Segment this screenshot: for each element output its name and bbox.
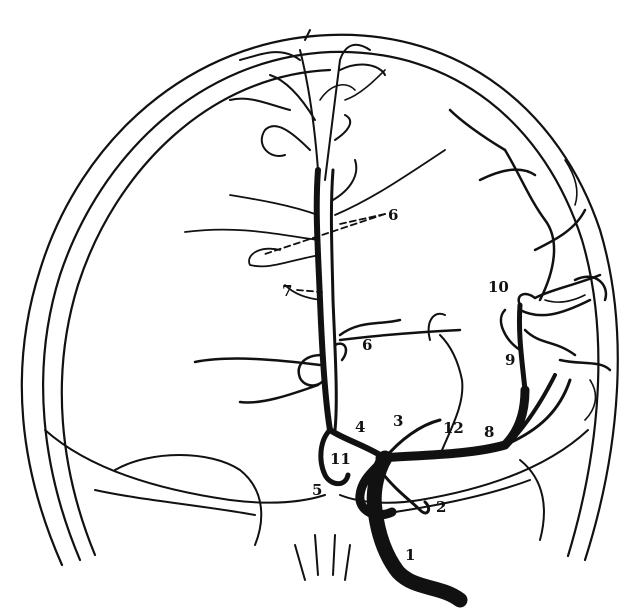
pericallosal-branches [230, 30, 385, 200]
label-11: 11 [330, 452, 351, 467]
label-1: 1 [405, 548, 415, 563]
ophthalmic-branch [380, 470, 429, 513]
vertebral-marks [295, 535, 350, 580]
label-7: 7 [282, 284, 292, 299]
label-9: 9 [505, 353, 515, 368]
insular-branches [450, 110, 610, 370]
label-5: 5 [312, 483, 322, 498]
label-8: 8 [484, 425, 494, 440]
dashed-leaders [262, 214, 385, 292]
lenticulostriate-branch [440, 335, 462, 455]
label-6-upper: 6 [388, 208, 398, 223]
label-4: 4 [355, 420, 365, 435]
label-3: 3 [393, 414, 403, 429]
label-10: 10 [488, 280, 509, 295]
label-2: 2 [436, 500, 446, 515]
anterior-cerebral-parallel [331, 170, 336, 430]
label-12: 12 [443, 421, 464, 436]
middle-cerebral-branch-a [519, 305, 525, 390]
label-6-lower: 6 [362, 338, 372, 353]
small-branch [429, 314, 445, 340]
